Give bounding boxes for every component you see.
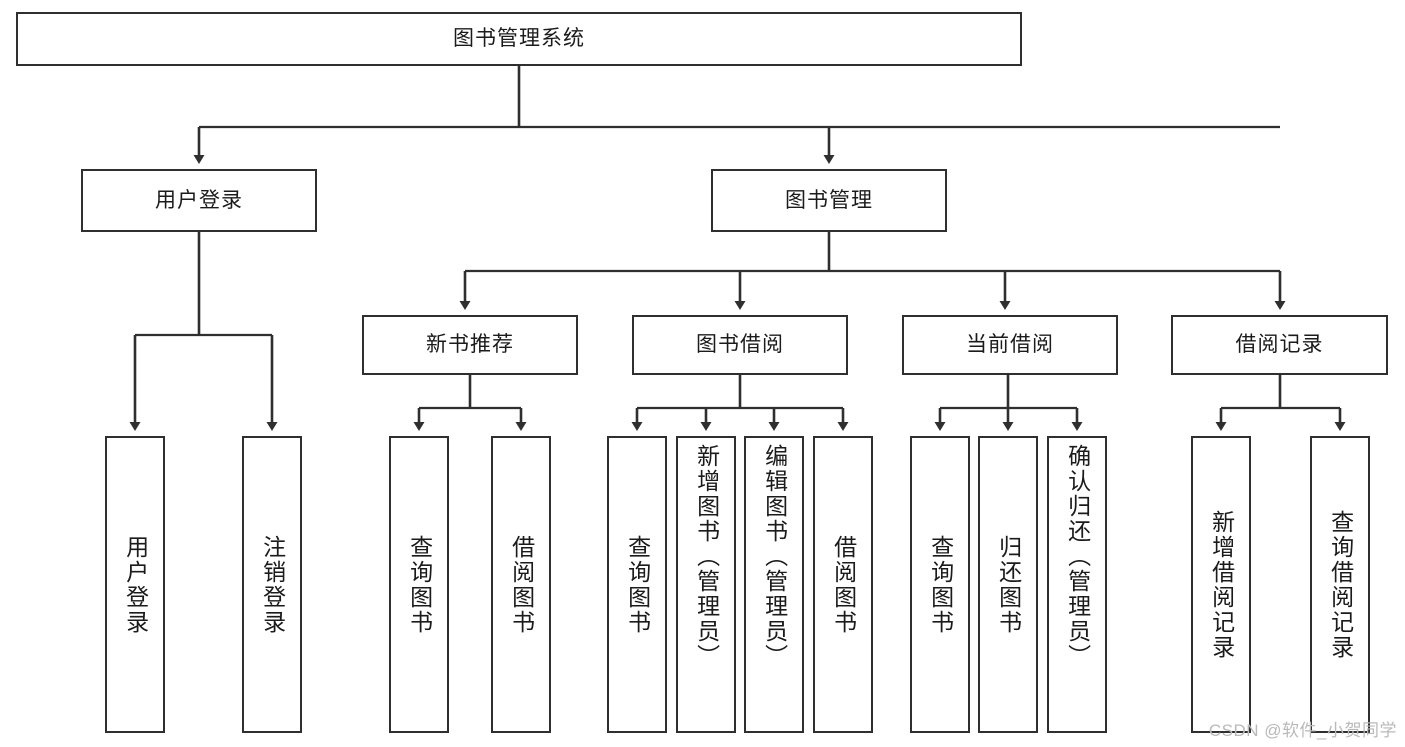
node-borrow-record-label: 借阅记录: [1235, 333, 1324, 357]
node-book-manage-label: 图书管理: [785, 188, 873, 212]
leaf-borrow-book-1-label: 借阅图书: [508, 534, 535, 635]
leaf-add-record[interactable]: 新增借阅记录: [1191, 436, 1251, 733]
leaf-confirm-return-label: 确认归还（管理员）: [1064, 444, 1091, 669]
leaf-query-record-label: 查询借阅记录: [1327, 509, 1354, 660]
leaf-borrow-book-2-label: 借阅图书: [830, 534, 857, 635]
leaf-confirm-return[interactable]: 确认归还（管理员）: [1047, 436, 1107, 733]
node-book-borrow[interactable]: 图书借阅: [632, 315, 848, 375]
leaf-add-book-label: 新增图书（管理员）: [693, 444, 720, 669]
node-root[interactable]: 图书管理系统: [16, 12, 1022, 66]
leaf-return-book-label: 归还图书: [995, 534, 1022, 635]
leaf-user-logout-label: 注销登录: [259, 534, 286, 635]
node-user-login-label: 用户登录: [155, 188, 243, 212]
leaf-query-book-3[interactable]: 查询图书: [910, 436, 970, 733]
node-book-manage[interactable]: 图书管理: [711, 169, 947, 232]
node-current-borrow-label: 当前借阅: [966, 333, 1054, 357]
leaf-user-login[interactable]: 用户登录: [105, 436, 165, 733]
leaf-borrow-book-2[interactable]: 借阅图书: [813, 436, 873, 733]
leaf-return-book[interactable]: 归还图书: [978, 436, 1038, 733]
leaf-add-book[interactable]: 新增图书（管理员）: [676, 436, 736, 733]
leaf-query-book-1-label: 查询图书: [406, 534, 433, 635]
node-new-book-recommend-label: 新书推荐: [426, 333, 514, 357]
leaf-query-book-2[interactable]: 查询图书: [607, 436, 667, 733]
leaf-query-book-2-label: 查询图书: [624, 534, 651, 635]
leaf-edit-book-label: 编辑图书（管理员）: [761, 444, 788, 669]
leaf-user-logout[interactable]: 注销登录: [242, 436, 302, 733]
node-new-book-recommend[interactable]: 新书推荐: [362, 315, 578, 375]
node-current-borrow[interactable]: 当前借阅: [902, 315, 1118, 375]
leaf-edit-book[interactable]: 编辑图书（管理员）: [744, 436, 804, 733]
node-book-borrow-label: 图书借阅: [696, 333, 784, 357]
leaf-query-record[interactable]: 查询借阅记录: [1310, 436, 1370, 733]
leaf-add-record-label: 新增借阅记录: [1208, 509, 1235, 660]
node-root-label: 图书管理系统: [453, 27, 585, 51]
watermark: CSDN @软件_小贺同学: [1208, 721, 1397, 740]
leaf-query-book-1[interactable]: 查询图书: [389, 436, 449, 733]
leaf-query-book-3-label: 查询图书: [927, 534, 954, 635]
node-borrow-record[interactable]: 借阅记录: [1171, 315, 1388, 375]
leaf-borrow-book-1[interactable]: 借阅图书: [491, 436, 551, 733]
node-user-login[interactable]: 用户登录: [81, 169, 317, 232]
leaf-user-login-label: 用户登录: [122, 534, 149, 635]
